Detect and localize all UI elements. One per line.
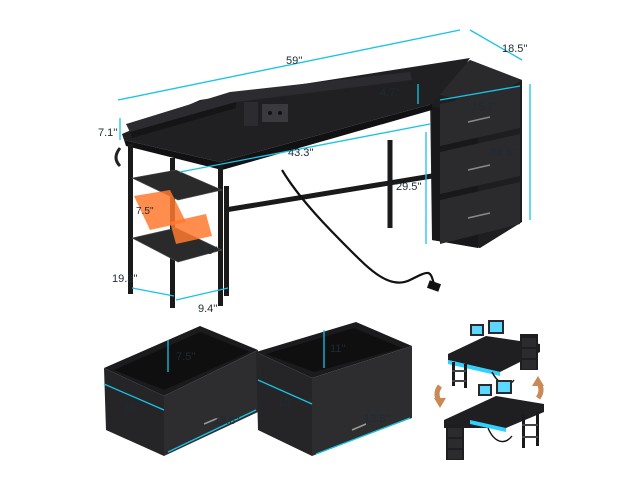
- dim-drawer-small-depth: 18'': [124, 401, 140, 413]
- shelf-height-highlight: [134, 190, 186, 230]
- desk-illustration: [114, 58, 522, 308]
- drawer-small-dimension-lines: [103, 340, 257, 453]
- reversible-desk-top: [448, 320, 540, 388]
- curved-arrow-up-right-head: [532, 376, 544, 386]
- dim-drawer-large-height: 11'': [330, 343, 346, 355]
- power-cable: [281, 169, 436, 285]
- curved-arrow-down-left-head: [434, 398, 446, 408]
- dim-drawer-small-height: 7.5'': [176, 351, 196, 363]
- dim-drawer-large-width: 13.8'': [364, 413, 390, 425]
- dim-drawer-large-depth: 18'': [278, 397, 294, 409]
- drawer-small-illustration: [104, 326, 258, 456]
- dim-drawer-width: 15.7'': [472, 101, 498, 113]
- drawer-large-illustration: [256, 322, 412, 456]
- headphone-hook-icon: [114, 147, 122, 168]
- drawer-3: [440, 182, 520, 244]
- dim-legroom-width: 43.3'': [288, 147, 314, 159]
- dim-shelf-thickness: 3.5'': [198, 245, 218, 257]
- power-outlet: [262, 104, 288, 122]
- power-plug: [426, 280, 442, 292]
- dim-drawer-small-width: 13.8'': [214, 415, 240, 427]
- dim-shelf-gap: 7.5'': [136, 206, 154, 217]
- mesh-shelf-lower: [131, 227, 223, 263]
- drawer-1: [440, 86, 520, 146]
- dim-legroom-height: 29.5'': [396, 181, 422, 193]
- dim-shelf-depth-side: 19.3'': [112, 273, 138, 285]
- dim-shelf-width: 9.4'': [198, 303, 218, 315]
- desk-top: [122, 58, 470, 162]
- drawer-large-dimension-lines: [257, 330, 411, 455]
- dim-riser-height: 4.7'': [380, 87, 400, 99]
- dim-cabinet-height: 34.3'': [490, 147, 516, 159]
- monitor-riser: [126, 72, 412, 132]
- drawer-2: [440, 134, 520, 194]
- reversible-desk-bottom: [444, 380, 544, 460]
- dim-depth: 18.5'': [502, 43, 528, 55]
- dim-shelf-depth: 7.1'': [98, 127, 118, 139]
- desk-dimension-lines: [117, 29, 531, 301]
- dim-total-width: 59'': [286, 55, 302, 67]
